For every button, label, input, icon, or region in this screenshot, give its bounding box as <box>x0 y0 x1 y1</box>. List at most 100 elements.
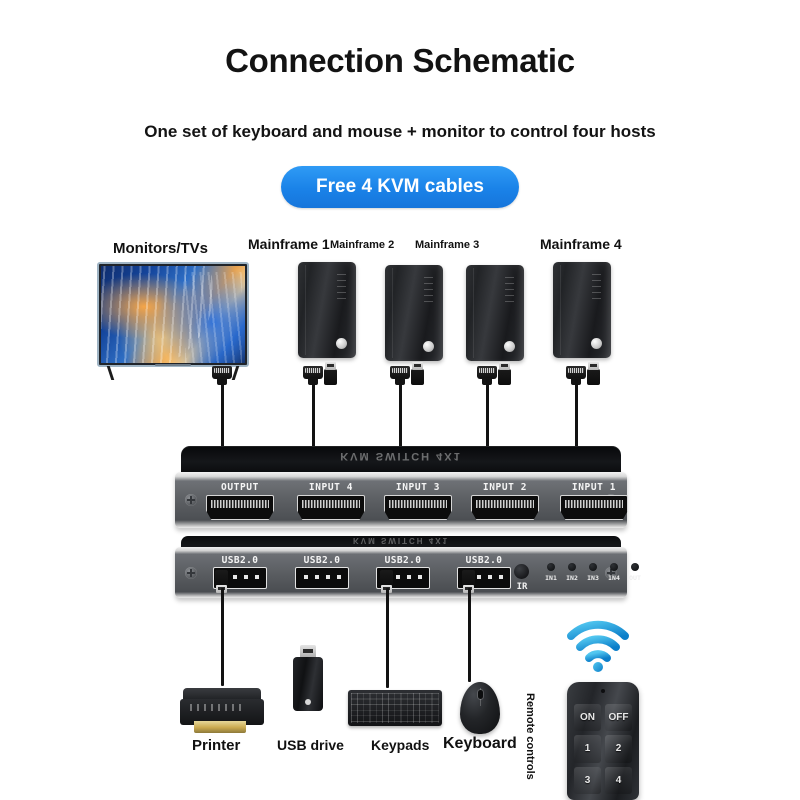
printer-usb-plug <box>215 570 228 593</box>
mainframe-1-hdmi-plug <box>303 366 323 385</box>
printer-output-paper <box>194 721 246 733</box>
mouse-usb-plug <box>462 570 475 593</box>
remote-button-on[interactable]: ON <box>574 704 601 732</box>
mainframe-1 <box>298 262 356 358</box>
mainframe-3-usb-plug <box>498 362 511 385</box>
tv-screen <box>101 266 245 363</box>
remote-button-grid: ON OFF 1 2 3 4 <box>574 704 632 794</box>
hdmi-connector[interactable] <box>384 495 452 520</box>
hdmi-connector[interactable] <box>471 495 539 520</box>
led-label: IN1 <box>545 574 557 582</box>
mainframe-2-cable <box>399 379 402 457</box>
kvm-usb-faceplate: USB2.0 USB2.0 USB2.0 USB2.0 IR IN1 <box>175 547 641 598</box>
remote-ir-emitter <box>601 689 605 693</box>
led-dot <box>547 563 555 571</box>
ir-label: IR <box>516 582 528 592</box>
led-dot <box>568 563 576 571</box>
tower-power-button[interactable] <box>336 338 347 349</box>
tower-body <box>298 262 356 358</box>
remote-label: Remote controls <box>524 693 536 780</box>
tower-body <box>466 265 524 361</box>
page-title: Connection Schematic <box>225 42 575 79</box>
mainframe-2-hdmi-plug <box>390 366 410 385</box>
tower-power-button[interactable] <box>504 341 515 352</box>
tv-logo-strip <box>154 364 192 366</box>
mainframe-1-cable <box>312 379 315 457</box>
host-label-2: Mainframe 2 <box>330 239 395 251</box>
printer-control-panel <box>190 704 246 711</box>
tv-wallpaper-fan-secondary <box>184 271 243 363</box>
tower-panel-line <box>304 264 306 356</box>
remote-button-3[interactable]: 3 <box>574 766 601 794</box>
remote-button-1[interactable]: 1 <box>574 735 601 763</box>
tv-hdmi-plug <box>212 366 232 385</box>
mouse-usb-cable <box>468 588 471 682</box>
remote-control: ON OFF 1 2 3 4 <box>567 682 639 800</box>
tower-power-button[interactable] <box>591 338 602 349</box>
tower-panel-line <box>391 267 393 359</box>
hdmi-port-label: INPUT 3 <box>395 482 441 493</box>
keyboard-body <box>348 690 442 726</box>
tower-vents <box>337 274 346 300</box>
led-dot <box>610 563 618 571</box>
mainframe-4-usb-plug <box>587 362 600 385</box>
led-label: IN4 <box>608 574 620 582</box>
tower-body <box>553 262 611 358</box>
printer-device <box>180 688 264 734</box>
kvm-top-surface: KVM SWITCH 4X1 <box>181 446 621 474</box>
keyboard-keys <box>351 693 439 723</box>
kvm-switch-usb-unit: KVM SWITCH 4X1 USB2.0 USB2.0 USB2.0 USB2… <box>175 536 641 598</box>
usb-flash-drive <box>293 645 323 711</box>
keyboard-device <box>348 690 442 726</box>
tower-vents <box>424 277 433 303</box>
usb-port-label: USB2.0 <box>303 555 341 566</box>
printer-usb-cable-lower <box>221 636 224 686</box>
led-label: OUT <box>629 574 641 582</box>
mainframe-4-hdmi-plug <box>566 366 586 385</box>
ir-receiver <box>514 564 529 579</box>
remote-body <box>567 682 639 800</box>
monitor-tv <box>97 262 249 380</box>
kvm-top-print: KVM SWITCH 4X1 <box>340 450 462 462</box>
mainframe-2-usb-plug <box>411 362 424 385</box>
usb-connector[interactable] <box>295 567 349 589</box>
usb-port-label: USB2.0 <box>221 555 259 566</box>
keyboard-usb-plug <box>380 570 393 593</box>
led-label: IN2 <box>566 574 578 582</box>
tower-power-button[interactable] <box>423 341 434 352</box>
host-label-4: Mainframe 4 <box>540 236 622 252</box>
led-dot <box>589 563 597 571</box>
kvm-usb-top-surface: KVM SWITCH 4X1 <box>181 536 621 548</box>
peripheral-label-keyboard: Keyboard <box>443 735 517 752</box>
mainframe-1-usb-plug <box>324 362 337 385</box>
faceplate-screw-left <box>185 494 197 506</box>
mainframe-4-cable <box>575 379 578 457</box>
printer-usb-cable-upper <box>221 588 224 640</box>
remote-button-2[interactable]: 2 <box>605 735 632 763</box>
keyboard-usb-cable <box>386 588 389 688</box>
hdmi-port-label: INPUT 1 <box>571 482 617 493</box>
hdmi-connector[interactable] <box>206 495 274 520</box>
remote-button-4[interactable]: 4 <box>605 766 632 794</box>
tv-foot-left <box>106 366 130 380</box>
hdmi-port-label: INPUT 4 <box>308 482 354 493</box>
tv-bezel <box>97 262 249 367</box>
mainframe-4 <box>553 262 611 358</box>
usb-drive-connector <box>300 645 316 659</box>
remote-button-off[interactable]: OFF <box>605 704 632 732</box>
hdmi-port-label: INPUT 2 <box>482 482 528 493</box>
host-label-3: Mainframe 3 <box>415 239 480 251</box>
mainframe-3-cable <box>486 379 489 457</box>
hdmi-connector[interactable] <box>297 495 365 520</box>
tower-panel-line <box>472 267 474 359</box>
usb-faceplate-screw-left <box>185 567 197 579</box>
tv-hdmi-cable <box>221 379 224 457</box>
usb-port-label: USB2.0 <box>384 555 422 566</box>
led-label: IN3 <box>587 574 599 582</box>
mouse-scroll-wheel <box>477 690 483 699</box>
subtitle: One set of keyboard and mouse + monitor … <box>144 122 656 141</box>
kvm-usb-top-print: KVM SWITCH 4X1 <box>352 536 449 545</box>
kvm-hdmi-faceplate: OUTPUT INPUT 4 INPUT 3 INPUT 2 INPUT 1 <box>175 472 628 528</box>
hdmi-connector[interactable] <box>560 495 628 520</box>
